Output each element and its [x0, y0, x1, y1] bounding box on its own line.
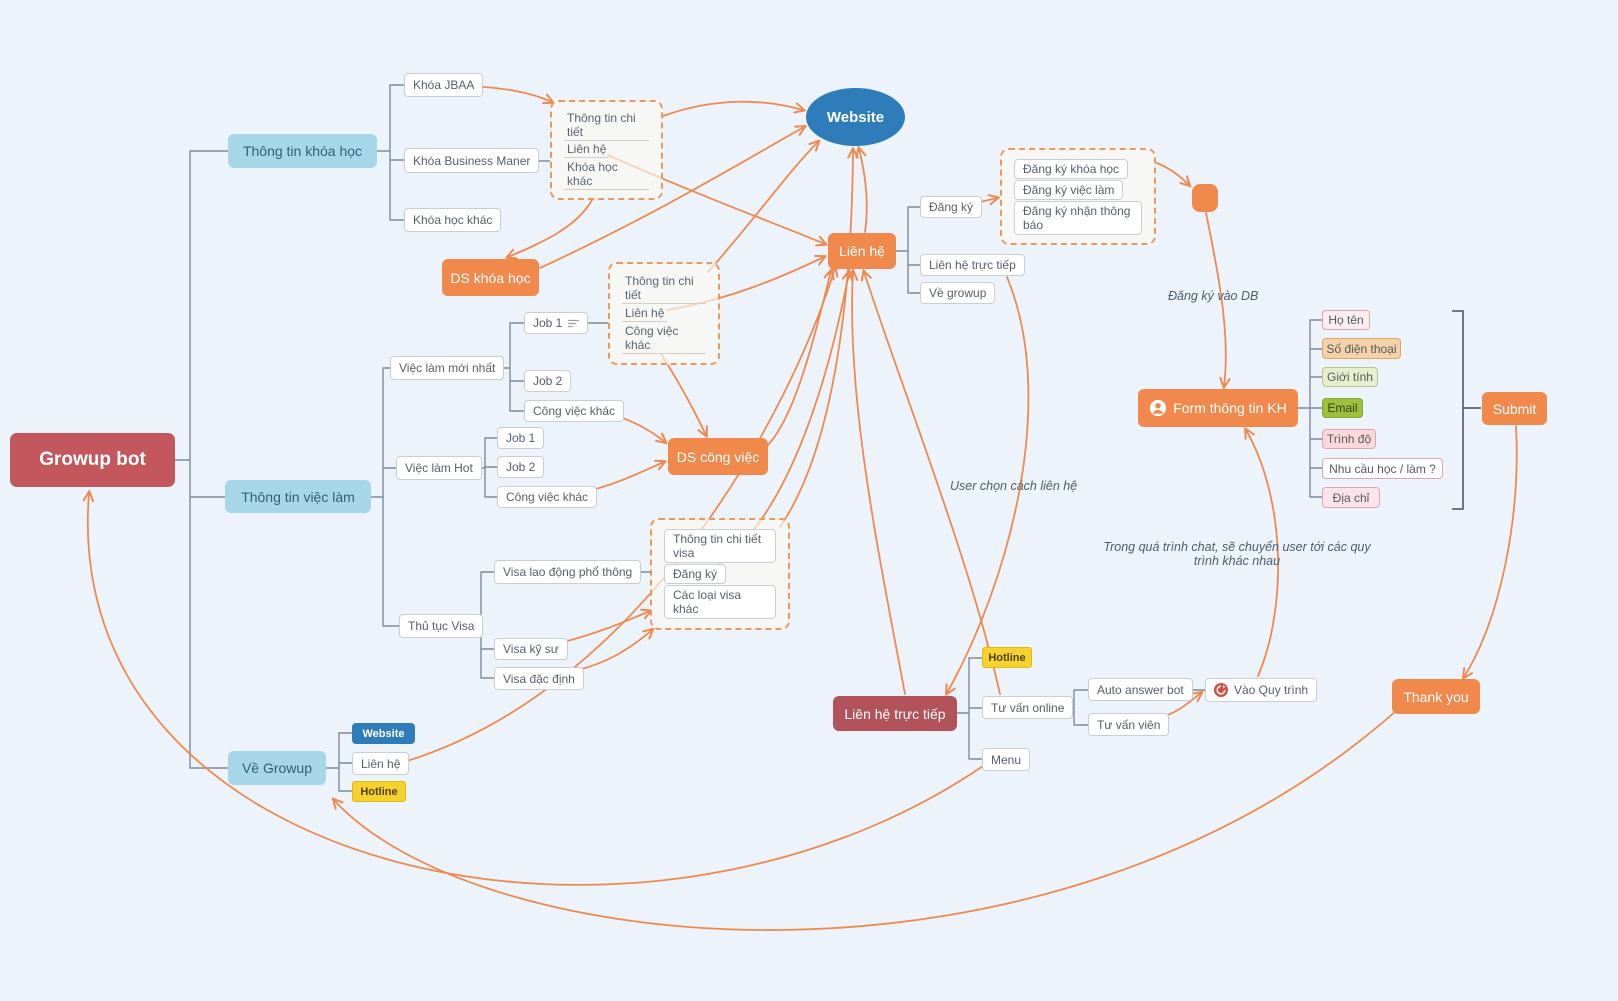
jobs-newest[interactable]: Việc làm mới nhất [390, 356, 505, 380]
user-choice-note: User chọn cách liên hệ [950, 479, 1078, 493]
user-icon [1149, 399, 1167, 417]
direct-contact-node[interactable]: Liên hệ trực tiếp [833, 696, 957, 731]
newest-job2[interactable]: Job 2 [524, 370, 572, 392]
course-business-manner[interactable]: Khóa Business Maner [404, 148, 540, 173]
direct-menu[interactable]: Menu [982, 748, 1031, 771]
branch-course-info[interactable]: Thông tin khóa học [228, 134, 377, 168]
visa-other-item[interactable]: Các loại visa khác [664, 585, 776, 620]
newest-other-jobs[interactable]: Công việc khác [524, 400, 625, 422]
newest-job1[interactable]: Job 1 [524, 312, 589, 334]
auto-answer-bot[interactable]: Auto answer bot [1088, 678, 1193, 701]
field-gender[interactable]: Giới tính [1322, 367, 1378, 387]
about-website[interactable]: Website [352, 723, 415, 744]
process-icon [1214, 683, 1228, 697]
submit-button[interactable]: Submit [1482, 392, 1547, 425]
job-list-node[interactable]: DS công việc [668, 438, 768, 475]
course-detail-group: Thông tin chi tiết Liên hệ Khóa học khác [550, 100, 663, 200]
field-email[interactable]: Email [1322, 398, 1363, 418]
job-contact-item[interactable]: Liên hệ [622, 305, 668, 322]
branch-job-info[interactable]: Thông tin việc làm [225, 480, 371, 513]
contact-about-option[interactable]: Về growup [920, 282, 996, 304]
enter-process-label: Vào Quy trình [1234, 683, 1309, 697]
branch-about-growup[interactable]: Về Growup [228, 751, 326, 785]
field-level[interactable]: Trình độ [1322, 429, 1376, 449]
transfer-note: Trong quá trình chat, sẽ chuyển user tới… [1103, 540, 1371, 568]
jobs-hot[interactable]: Việc làm Hot [396, 456, 482, 480]
register-job-item[interactable]: Đăng ký việc làm [1014, 179, 1124, 200]
direct-online-advice[interactable]: Tư vấn online [982, 696, 1074, 719]
visa-register-item[interactable]: Đăng ký [664, 563, 727, 584]
contact-register[interactable]: Đăng ký [920, 196, 983, 218]
customer-form-node[interactable]: Form thông tin KH [1138, 389, 1298, 427]
field-need[interactable]: Nhu cầu học / làm ? [1322, 458, 1443, 479]
hot-other-jobs[interactable]: Công việc khác [497, 486, 598, 508]
connector-node[interactable] [1192, 184, 1218, 212]
direct-hotline[interactable]: Hotline [982, 647, 1032, 668]
course-other[interactable]: Khóa học khác [404, 208, 502, 232]
newest-job1-label: Job 1 [533, 316, 563, 330]
course-other-item[interactable]: Khóa học khác [564, 159, 649, 190]
register-course-item[interactable]: Đăng ký khóa học [1014, 158, 1129, 179]
course-jbaa[interactable]: Khóa JBAA [404, 73, 484, 97]
job-other-item[interactable]: Công việc khác [622, 323, 706, 355]
course-contact-item[interactable]: Liên hệ [564, 141, 610, 159]
field-address[interactable]: Địa chỉ [1322, 487, 1380, 508]
visa-engineer[interactable]: Visa kỹ sư [494, 638, 568, 660]
about-hotline[interactable]: Hotline [352, 781, 406, 802]
job-detail-group: Thông tin chi tiết Liên hệ Công việc khá… [608, 262, 720, 365]
visa-detail-item[interactable]: Thông tin chi tiết visa [664, 528, 776, 563]
course-list-node[interactable]: DS khóa học [442, 259, 539, 296]
enter-process-node[interactable]: Vào Quy trình [1205, 678, 1318, 702]
website-node[interactable]: Website [806, 88, 905, 146]
field-phone[interactable]: Số điện thoại [1322, 338, 1401, 359]
visa-specified[interactable]: Visa đặc định [494, 667, 584, 690]
contact-hub[interactable]: Liên hệ [828, 233, 896, 269]
visa-general-labor[interactable]: Visa lao động phổ thông [494, 560, 642, 584]
register-options-group: Đăng ký khóa học Đăng ký việc làm Đăng k… [1000, 148, 1156, 245]
db-note: Đăng ký vào DB [1168, 289, 1259, 303]
summary-bracket [1452, 310, 1481, 510]
human-agent[interactable]: Tư vấn viên [1088, 713, 1170, 736]
register-notify-item[interactable]: Đăng ký nhận thông báo [1014, 200, 1142, 235]
visa-detail-group: Thông tin chi tiết visa Đăng ký Các loại… [650, 518, 790, 630]
list-icon [568, 319, 580, 328]
course-detail-item[interactable]: Thông tin chi tiết [564, 110, 649, 142]
root-node[interactable]: Growup bot [10, 433, 175, 487]
about-contact[interactable]: Liên hệ [352, 752, 410, 775]
field-name[interactable]: Họ tên [1322, 310, 1370, 330]
thank-you-node[interactable]: Thank you [1392, 679, 1480, 714]
visa-procedure[interactable]: Thủ tục Visa [399, 614, 484, 638]
contact-direct-option[interactable]: Liên hệ trực tiếp [920, 254, 1025, 276]
hot-job1[interactable]: Job 1 [497, 427, 545, 449]
customer-form-label: Form thông tin KH [1173, 400, 1287, 416]
hot-job2[interactable]: Job 2 [497, 456, 545, 478]
job-detail-item[interactable]: Thông tin chi tiết [622, 273, 706, 304]
